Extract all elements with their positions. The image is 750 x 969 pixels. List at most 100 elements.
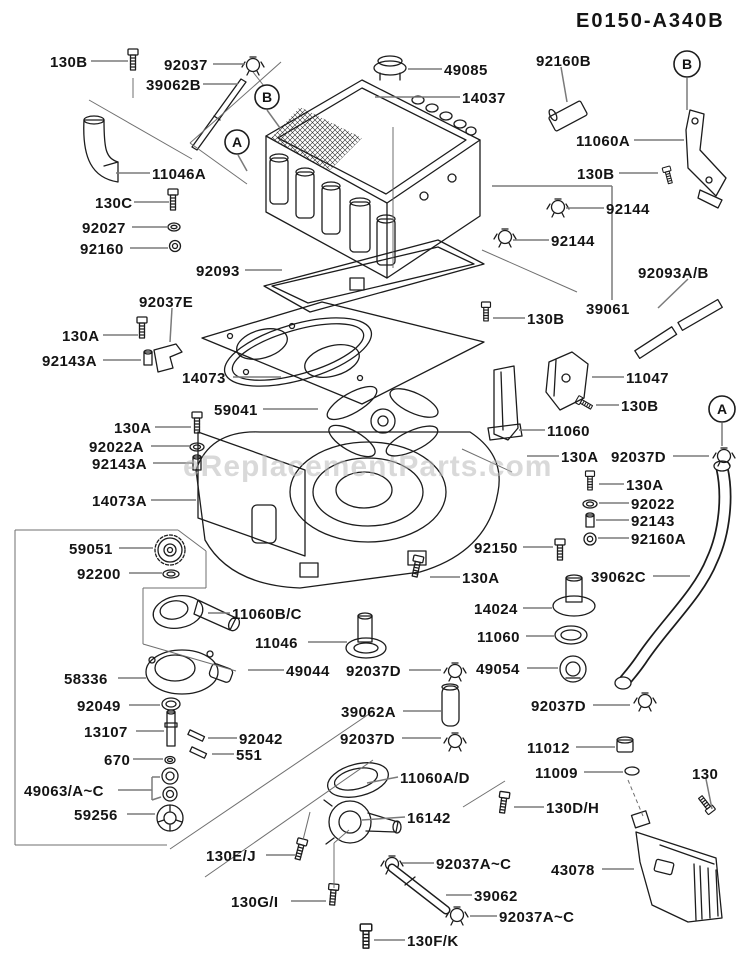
part-label-11009: 11009 xyxy=(535,765,578,782)
watermark: eReplacementParts.com xyxy=(183,450,553,483)
leader-line xyxy=(560,66,568,103)
part-label-39061: 39061 xyxy=(586,301,630,318)
cover-16142 xyxy=(323,799,402,845)
part-label-43078: 43078 xyxy=(551,862,595,879)
pin-92042 xyxy=(187,729,206,742)
part-label-13107: 13107 xyxy=(84,724,128,741)
fan-59041 xyxy=(326,385,439,458)
part-label-130b: 130B xyxy=(50,54,88,71)
part-label-11060: 11060 xyxy=(477,629,520,646)
part-label-59256: 59256 xyxy=(74,807,118,824)
fitting-11060bc xyxy=(152,595,241,632)
part-label-11012: 11012 xyxy=(527,740,570,757)
part-label-130a: 130A xyxy=(462,570,500,587)
part-label-130c: 130C xyxy=(95,195,133,212)
part-label-14024: 14024 xyxy=(474,601,518,618)
construction-line xyxy=(177,529,207,552)
part-label-11060: 11060 xyxy=(547,423,590,440)
radiator-assembly xyxy=(265,55,481,291)
part-label-11046: 11046 xyxy=(255,635,298,652)
diagram-title: E0150-A340B xyxy=(576,10,725,32)
reserve-tank-43078 xyxy=(630,810,723,923)
construction-line xyxy=(252,71,265,87)
stick-92093ab xyxy=(634,298,723,359)
part-label-92037d: 92037D xyxy=(611,449,666,466)
part-label-92022: 92022 xyxy=(631,496,675,513)
impeller-59256 xyxy=(156,804,184,832)
part-label-92093: 92093 xyxy=(196,263,240,280)
part-label-92160a: 92160A xyxy=(631,531,686,548)
view-marker-letter-a: A xyxy=(232,134,242,150)
part-label-92143a: 92143A xyxy=(42,353,97,370)
construction-line xyxy=(169,711,373,850)
construction-line xyxy=(189,142,248,185)
part-label-39062: 39062 xyxy=(474,888,518,905)
part-label-11060b-c: 11060B/C xyxy=(232,606,302,623)
part-label-92200: 92200 xyxy=(77,566,121,583)
damper-92160 xyxy=(168,239,182,253)
construction-line xyxy=(142,643,237,672)
shaft-13107 xyxy=(164,709,178,747)
part-label-670: 670 xyxy=(104,752,131,769)
part-label-92037: 92037 xyxy=(164,57,208,74)
cap-11012 xyxy=(616,736,634,753)
construction-line xyxy=(189,61,282,144)
bracket-11060-mid xyxy=(487,365,523,441)
view-marker-circle-b xyxy=(673,50,701,78)
hose-39062 xyxy=(387,863,451,915)
gasket-11060 xyxy=(554,625,588,645)
leader-line xyxy=(266,109,281,129)
part-label-92144: 92144 xyxy=(606,201,650,218)
fitting-11046 xyxy=(345,612,387,659)
part-label-130e-j: 130E/J xyxy=(206,848,256,865)
construction-line xyxy=(302,811,311,841)
construction-line xyxy=(333,829,350,844)
part-label-92143a: 92143A xyxy=(92,456,147,473)
part-label-130: 130 xyxy=(692,766,719,783)
seals-49063 xyxy=(161,767,179,802)
part-label-130a: 130A xyxy=(626,477,664,494)
part-label-92150: 92150 xyxy=(474,540,518,557)
pin-551 xyxy=(189,746,208,759)
part-label-130d-h: 130D/H xyxy=(546,800,600,817)
part-label-92160b: 92160B xyxy=(536,53,591,70)
part-label-14073a: 14073A xyxy=(92,493,147,510)
construction-line xyxy=(461,448,513,473)
part-label-92037a-c: 92037A~C xyxy=(499,909,575,926)
leader-line xyxy=(237,154,248,172)
part-label-92160: 92160 xyxy=(80,241,124,258)
housing-14073a xyxy=(195,431,500,589)
part-label-16142: 16142 xyxy=(407,810,451,827)
part-label-59041: 59041 xyxy=(214,402,258,419)
part-label-49085: 49085 xyxy=(444,62,488,79)
damper-92160a xyxy=(583,532,597,546)
pump-58336 xyxy=(145,649,234,695)
part-label-59051: 59051 xyxy=(69,541,113,558)
oring-670 xyxy=(164,755,176,765)
leader-line xyxy=(657,278,689,309)
view-marker-letter-a: A xyxy=(717,401,727,417)
part-label-49044: 49044 xyxy=(286,663,330,680)
part-label-130b: 130B xyxy=(621,398,659,415)
part-label-14037: 14037 xyxy=(462,90,506,107)
nut-92027 xyxy=(167,222,181,232)
part-label-92022a: 92022A xyxy=(89,439,144,456)
part-label-92027: 92027 xyxy=(82,220,126,237)
part-label-130a: 130A xyxy=(561,449,599,466)
part-label-130a: 130A xyxy=(62,328,100,345)
thermostat-49054 xyxy=(559,655,587,683)
part-label-92042: 92042 xyxy=(239,731,283,748)
collar-92143a-2 xyxy=(192,454,202,471)
part-label-92049: 92049 xyxy=(77,698,121,715)
pipe-11046a xyxy=(83,115,119,183)
duct-14073 xyxy=(201,301,485,405)
bracket-11060a xyxy=(685,109,727,209)
part-label-92143: 92143 xyxy=(631,513,675,530)
seal-92093 xyxy=(263,239,485,313)
part-label-130g-i: 130G/I xyxy=(231,894,279,911)
part-label-92037e: 92037E xyxy=(139,294,194,311)
gear-59051 xyxy=(154,534,186,566)
